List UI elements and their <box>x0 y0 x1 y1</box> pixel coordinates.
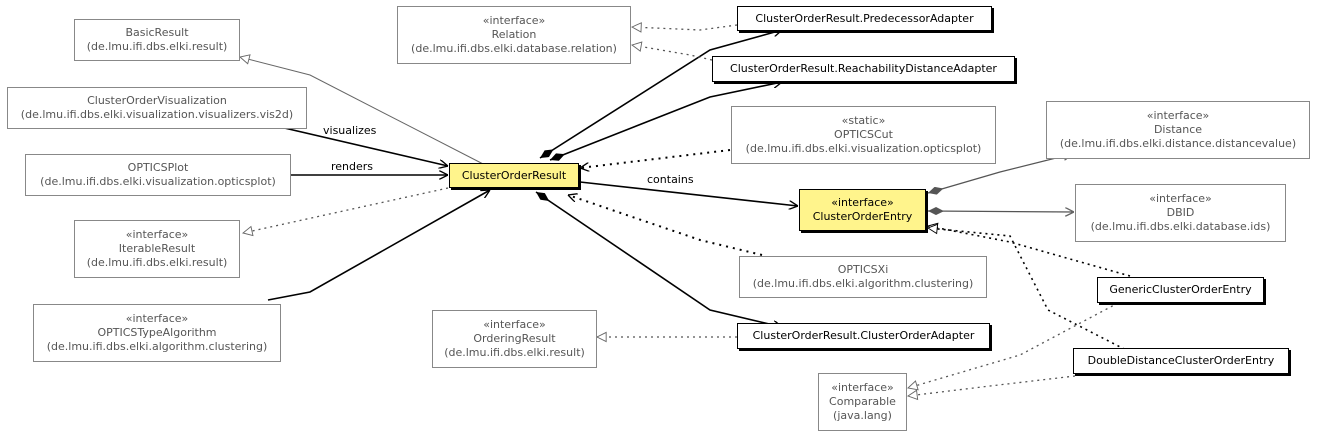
class-cluster-order-adapter[interactable]: ClusterOrderResult.ClusterOrderAdapter <box>737 323 990 349</box>
interface-iterable-result-stereotype: «interface» <box>125 228 189 241</box>
interface-ordering-result-name: OrderingResult <box>473 332 556 345</box>
edge-optics-xi-dependency <box>568 195 763 256</box>
interface-relation-stereotype: «interface» <box>482 14 546 27</box>
interface-cluster-order-entry-stereotype: «interface» <box>831 196 894 209</box>
class-optics-plot-name: OPTICSPlot <box>127 161 189 174</box>
class-reachability-distance-adapter[interactable]: ClusterOrderResult.ReachabilityDistanceA… <box>712 56 1015 82</box>
edge-realization-comparable-double <box>908 375 1076 396</box>
interface-cluster-order-entry[interactable]: «interface» ClusterOrderEntry <box>799 189 926 231</box>
edge-realization-relation-1 <box>632 25 738 30</box>
edge-reachability-adapter <box>549 82 782 160</box>
interface-comparable-stereotype: «interface» <box>831 381 894 394</box>
interface-ordering-result-stereotype: «interface» <box>483 318 546 331</box>
interface-iterable-result-package: (de.lmu.ifi.dbs.elki.result) <box>86 256 228 269</box>
interface-ordering-result-package: (de.lmu.ifi.dbs.elki.result) <box>444 346 585 359</box>
interface-iterable-result-name: IterableResult <box>118 242 196 255</box>
interface-distance[interactable]: «interface» Distance (de.lmu.ifi.dbs.elk… <box>1046 101 1310 159</box>
edge-realization-relation-2 <box>632 45 713 61</box>
class-optics-xi-name: OPTICSXi <box>837 263 889 276</box>
class-reachability-distance-adapter-name: ClusterOrderResult.ReachabilityDistanceA… <box>730 62 997 75</box>
interface-comparable-package: (java.lang) <box>833 409 892 422</box>
class-optics-cut-package: (de.lmu.ifi.dbs.elki.visualization.optic… <box>745 142 982 155</box>
edge-cluster-order-adapter <box>535 191 782 327</box>
edge-label-contains: contains <box>647 173 694 186</box>
interface-cluster-order-entry-name: ClusterOrderEntry <box>812 210 913 223</box>
class-cluster-order-visualization-package: (de.lmu.ifi.dbs.elki.visualization.visua… <box>20 108 294 121</box>
interface-dbid-package: (de.lmu.ifi.dbs.elki.database.ids) <box>1090 220 1271 233</box>
edge-realization-entry-double <box>928 228 1131 353</box>
class-basic-result[interactable]: BasicResult (de.lmu.ifi.dbs.elki.result) <box>74 19 240 61</box>
class-predecessor-adapter[interactable]: ClusterOrderResult.PredecessorAdapter <box>737 6 992 31</box>
class-double-distance-cluster-order-entry[interactable]: DoubleDistanceClusterOrderEntry <box>1073 348 1289 374</box>
interface-dbid-stereotype: «interface» <box>1149 192 1212 205</box>
class-cluster-order-visualization-name: ClusterOrderVisualization <box>87 94 227 107</box>
class-double-distance-cluster-order-entry-name: DoubleDistanceClusterOrderEntry <box>1087 354 1275 367</box>
class-optics-cut[interactable]: «static» OPTICSCut (de.lmu.ifi.dbs.elki.… <box>731 106 996 164</box>
class-optics-xi[interactable]: OPTICSXi (de.lmu.ifi.dbs.elki.algorithm.… <box>739 256 987 298</box>
edge-realization-entry-generic <box>928 226 1131 277</box>
interface-distance-stereotype: «interface» <box>1146 109 1210 122</box>
interface-dbid[interactable]: «interface» DBID (de.lmu.ifi.dbs.elki.da… <box>1075 184 1286 242</box>
interface-distance-name: Distance <box>1153 123 1203 136</box>
edge-realization-comparable-generic <box>908 302 1119 388</box>
class-basic-result-name: BasicResult <box>125 26 189 39</box>
interface-optics-type-algorithm-name: OPTICSTypeAlgorithm <box>97 326 217 339</box>
interface-optics-type-algorithm-package: (de.lmu.ifi.dbs.elki.algorithm.clusterin… <box>46 340 268 353</box>
class-optics-plot[interactable]: OPTICSPlot (de.lmu.ifi.dbs.elki.visualiz… <box>25 154 291 196</box>
interface-iterable-result[interactable]: «interface» IterableResult (de.lmu.ifi.d… <box>74 220 240 278</box>
edge-realization-iterable-result <box>243 187 449 233</box>
edge-algorithm-produces <box>267 190 490 301</box>
interface-comparable-name: Comparable <box>829 395 896 408</box>
class-optics-xi-package: (de.lmu.ifi.dbs.elki.algorithm.clusterin… <box>752 277 974 290</box>
class-optics-plot-package: (de.lmu.ifi.dbs.elki.visualization.optic… <box>40 175 276 188</box>
interface-dbid-name: DBID <box>1166 206 1195 219</box>
interface-relation-package: (de.lmu.ifi.dbs.elki.database.relation) <box>411 42 617 55</box>
class-basic-result-package: (de.lmu.ifi.dbs.elki.result) <box>86 40 228 53</box>
interface-relation[interactable]: «interface» Relation (de.lmu.ifi.dbs.elk… <box>397 6 631 64</box>
class-predecessor-adapter-name: ClusterOrderResult.PredecessorAdapter <box>755 11 974 25</box>
interface-optics-type-algorithm-stereotype: «interface» <box>125 312 189 325</box>
class-cluster-order-visualization[interactable]: ClusterOrderVisualization (de.lmu.ifi.db… <box>7 87 307 129</box>
interface-relation-name: Relation <box>491 28 537 41</box>
class-generic-cluster-order-entry[interactable]: GenericClusterOrderEntry <box>1097 277 1264 303</box>
edge-visualizes <box>279 126 448 166</box>
edge-optics-cut-dependency <box>580 149 731 168</box>
edge-label-renders: renders <box>331 160 374 173</box>
class-generic-cluster-order-entry-name: GenericClusterOrderEntry <box>1109 283 1252 296</box>
class-cluster-order-result-name: ClusterOrderResult <box>461 168 567 182</box>
interface-comparable[interactable]: «interface» Comparable (java.lang) <box>818 373 907 431</box>
interface-distance-package: (de.lmu.ifi.dbs.elki.distance.distanceva… <box>1059 137 1297 150</box>
edge-entry-dbid <box>927 211 1074 212</box>
edge-label-visualizes: visualizes <box>323 124 377 137</box>
class-optics-cut-name: OPTICSCut <box>834 128 893 141</box>
interface-ordering-result[interactable]: «interface» OrderingResult (de.lmu.ifi.d… <box>432 310 597 368</box>
edge-generalization-basic-result <box>240 57 488 167</box>
class-optics-cut-stereotype: «static» <box>841 114 886 127</box>
edge-entry-distance <box>927 154 1072 193</box>
class-cluster-order-result[interactable]: ClusterOrderResult <box>449 163 579 188</box>
interface-optics-type-algorithm[interactable]: «interface» OPTICSTypeAlgorithm (de.lmu.… <box>33 304 281 362</box>
class-cluster-order-adapter-name: ClusterOrderResult.ClusterOrderAdapter <box>752 329 975 342</box>
